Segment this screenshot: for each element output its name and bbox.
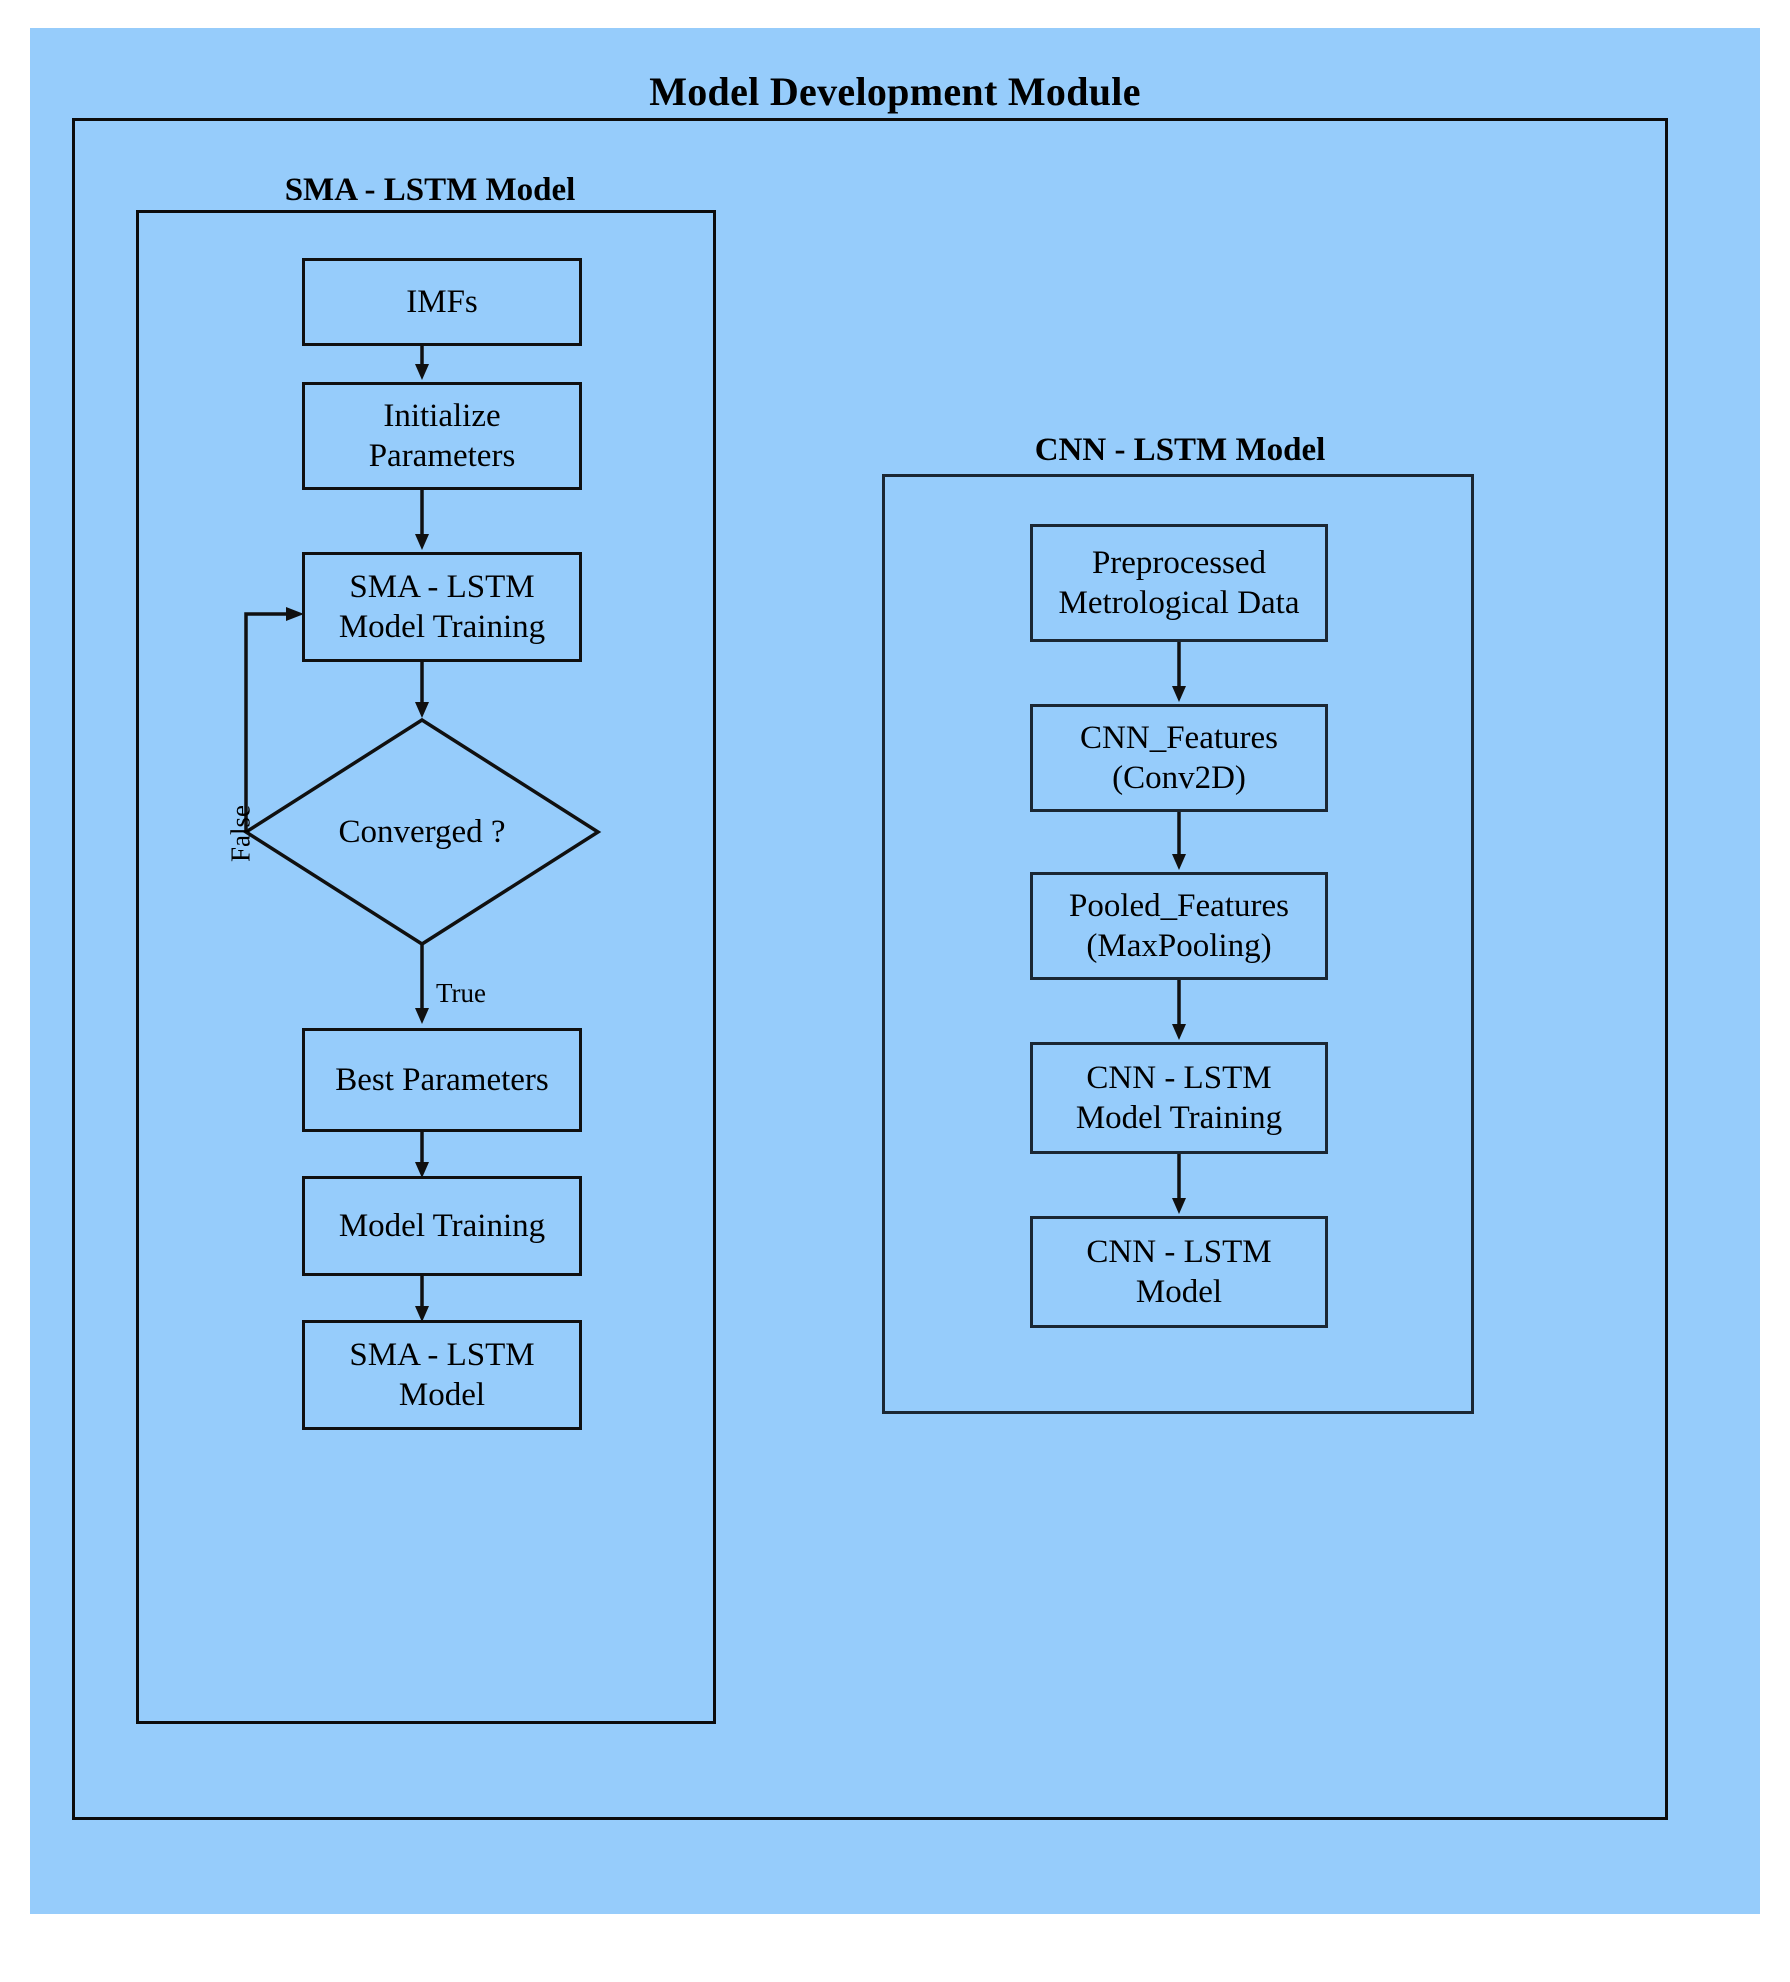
cnn-lstm-section-title: CNN - LSTM Model	[1034, 432, 1326, 468]
node-cnn-features[interactable]: CNN_Features (Conv2D)	[1030, 704, 1328, 812]
sma-lstm-frame	[136, 210, 716, 1724]
edge-label-true: True	[436, 978, 487, 1008]
module-frame	[72, 118, 1668, 1820]
node-pooled-features[interactable]: Pooled_Features (MaxPooling)	[1030, 872, 1328, 980]
diagram-canvas: Model Development Module SMA - LSTM Mode…	[30, 28, 1760, 1914]
edge-label-false: False	[225, 805, 256, 862]
cnn-lstm-frame	[882, 474, 1474, 1414]
sma-lstm-section-title: SMA - LSTM Model	[284, 172, 576, 208]
node-sma-lstm-model[interactable]: SMA - LSTM Model	[302, 1320, 582, 1430]
node-model-training[interactable]: Model Training	[302, 1176, 582, 1276]
node-cnn-lstm-model-training[interactable]: CNN - LSTM Model Training	[1030, 1042, 1328, 1154]
node-converged[interactable]: Converged ?	[242, 716, 602, 948]
node-imfs[interactable]: IMFs	[302, 258, 582, 346]
node-initialize-parameters[interactable]: Initialize Parameters	[302, 382, 582, 490]
page-title: Model Development Module	[649, 69, 1141, 114]
node-cnn-lstm-model[interactable]: CNN - LSTM Model	[1030, 1216, 1328, 1328]
node-preprocessed-metrological-data[interactable]: Preprocessed Metrological Data	[1030, 524, 1328, 642]
node-best-parameters[interactable]: Best Parameters	[302, 1028, 582, 1132]
node-sma-lstm-model-training[interactable]: SMA - LSTM Model Training	[302, 552, 582, 662]
